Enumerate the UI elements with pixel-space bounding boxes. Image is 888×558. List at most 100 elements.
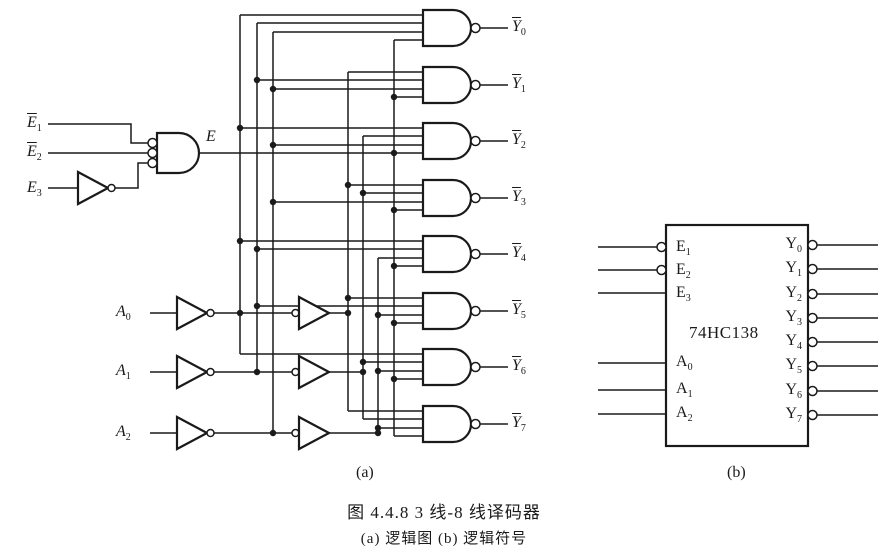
y7-base: Y <box>512 414 521 431</box>
pin-y7-base: Y <box>785 405 797 422</box>
e1-sub: 1 <box>36 123 42 134</box>
pin-y0-base: Y <box>785 235 797 252</box>
y3-sub: 3 <box>520 197 526 208</box>
wire-e3-out <box>115 162 148 189</box>
y5-sub: 5 <box>520 310 526 321</box>
output-label-y1: Y1 <box>512 75 526 95</box>
input-label-e1bar: E1 <box>27 114 42 134</box>
nand-gate-y4 <box>421 234 473 274</box>
y3-base: Y <box>512 188 521 205</box>
chip-pin-y5: Y5 <box>762 356 802 376</box>
output-label-y4: Y4 <box>512 244 526 264</box>
nand-bubble <box>470 418 481 430</box>
inverter-a1-1 <box>175 354 210 390</box>
inverter-a0-2 <box>297 295 332 331</box>
inverter-e3 <box>76 170 111 206</box>
y1-sub: 1 <box>520 84 526 95</box>
input-label-a1: A1 <box>116 362 131 382</box>
pin-y4-base: Y <box>785 332 797 349</box>
a2-sub: 2 <box>125 432 131 443</box>
chip-pin-a0: A0 <box>676 353 693 373</box>
part-a-label: (a) <box>356 464 374 481</box>
pin-y6-sub: 6 <box>797 390 802 401</box>
chip-pin-y7: Y7 <box>762 405 802 425</box>
a1-sub: 1 <box>125 371 131 382</box>
y6-base: Y <box>512 357 521 374</box>
inverter-bubble <box>107 183 116 193</box>
input-label-e2bar: E2 <box>27 143 42 163</box>
chip-pin-a2: A2 <box>676 404 693 424</box>
chip-pin-e2: E2 <box>676 261 691 281</box>
nand-bubble <box>470 135 481 147</box>
e-signal: E <box>206 128 216 145</box>
and-input-bubble <box>147 147 158 159</box>
chip-pin-bubbles <box>656 239 818 421</box>
inverter-a2-1 <box>175 415 210 451</box>
pin-a2-sub: 2 <box>687 413 693 424</box>
pin-e1-sub: 1 <box>685 247 691 258</box>
gates <box>76 8 481 451</box>
pin-a1-sub: 1 <box>687 389 693 400</box>
inverter-bubble <box>206 428 215 438</box>
pin-a0-sub: 0 <box>687 362 693 373</box>
output-label-y5: Y5 <box>512 301 526 321</box>
part-a-wiring <box>48 14 508 437</box>
nand-gate-y7 <box>421 404 473 444</box>
and-input-bubble <box>147 137 158 149</box>
y1-base: Y <box>512 75 521 92</box>
y4-base: Y <box>512 244 521 261</box>
pin-y3-base: Y <box>785 308 797 325</box>
inverter-a0-1 <box>175 295 210 331</box>
output-label-y2: Y2 <box>512 131 526 151</box>
inverter-bubble <box>206 367 215 377</box>
chip-pin-y0: Y0 <box>762 235 802 255</box>
output-label-y6: Y6 <box>512 357 526 377</box>
nand-gate-y5 <box>421 291 473 331</box>
part-b-label: (b) <box>727 464 746 481</box>
chip-pin-y3: Y3 <box>762 308 802 328</box>
pin-y7-sub: 7 <box>797 414 802 425</box>
e2-sub: 2 <box>36 152 42 163</box>
nand-bubble <box>470 248 481 260</box>
pin-y1-base: Y <box>785 259 797 276</box>
y2-sub: 2 <box>520 140 526 151</box>
chip-pin-y6: Y6 <box>762 381 802 401</box>
nand-bubble <box>470 22 481 34</box>
pin-y6-base: Y <box>785 381 797 398</box>
y7-sub: 7 <box>520 423 526 434</box>
output-label-y0: Y0 <box>512 18 526 38</box>
e3-sub: 3 <box>36 188 42 199</box>
nand-gate-y0 <box>421 8 473 48</box>
figure-caption-subtitle: (a) 逻辑图 (b) 逻辑符号 <box>360 531 528 547</box>
chip-body <box>664 223 810 448</box>
junction-dots <box>236 76 398 437</box>
y0-sub: 0 <box>520 27 526 38</box>
nand-gate-y1 <box>421 65 473 105</box>
e1-base: E <box>27 114 37 131</box>
y2-base: Y <box>512 131 521 148</box>
pin-y1-sub: 1 <box>797 268 802 279</box>
y6-sub: 6 <box>520 366 526 377</box>
pin-y5-sub: 5 <box>797 365 802 376</box>
inverter-a2-2 <box>297 415 332 451</box>
pin-y4-sub: 4 <box>797 341 802 352</box>
pin-a1-base: A <box>676 380 688 397</box>
pin-y0-sub: 0 <box>797 244 802 255</box>
nand-gate-y6 <box>421 347 473 387</box>
pin-e1-base: E <box>676 238 686 255</box>
pin-y3-sub: 3 <box>797 317 802 328</box>
signal-label-e: E <box>206 128 216 146</box>
pin-y5-base: Y <box>785 356 797 373</box>
a1-base: A <box>116 362 126 379</box>
pin-e2-base: E <box>676 261 686 278</box>
a0-sub: 0 <box>125 312 131 323</box>
output-label-y3: Y3 <box>512 188 526 208</box>
pin-y2-base: Y <box>785 284 797 301</box>
a2-base: A <box>116 423 126 440</box>
chip-pin-a1: A1 <box>676 380 693 400</box>
chip-pin-e1: E1 <box>676 238 691 258</box>
nand-bubble <box>470 79 481 91</box>
nand-gate-y3 <box>421 178 473 218</box>
